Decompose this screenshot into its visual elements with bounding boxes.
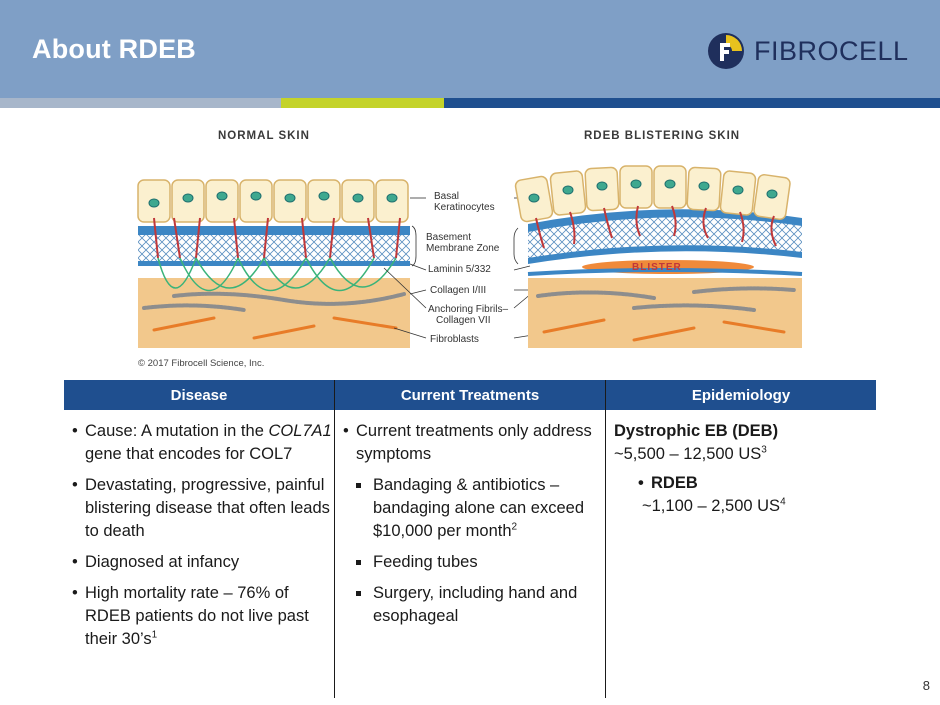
treatment-surgery: Surgery, including hand and esophageal xyxy=(343,582,605,628)
accent-stripe-blue xyxy=(444,98,940,108)
skin-diagram: NORMAL SKIN RDEB BLISTERING SKIN xyxy=(134,118,806,378)
epidemiology-column: Dystrophic EB (DEB) ~5,500 – 12,500 US3 … xyxy=(614,420,876,518)
page-number: 8 xyxy=(922,678,930,693)
treatments-summary: Current treatments only address symptoms xyxy=(343,420,605,466)
header-disease: Disease xyxy=(64,380,334,410)
accent-stripe-green xyxy=(281,98,444,108)
column-divider xyxy=(605,380,606,698)
rdeb-skin-title: RDEB BLISTERING SKIN xyxy=(584,130,741,142)
label-fibroblasts: Fibroblasts xyxy=(430,334,479,345)
label-laminin: Laminin 5/332 xyxy=(428,264,491,275)
deb-label: Dystrophic EB (DEB) xyxy=(614,422,779,440)
label-collagen-1-3: Collagen I/III xyxy=(430,285,487,296)
header-bar: About RDEB FIBROCELL xyxy=(0,0,940,98)
header-current-treatments: Current Treatments xyxy=(335,380,605,410)
treatments-column: Current treatments only address symptoms… xyxy=(343,420,605,628)
treatment-bandaging: Bandaging & antibiotics – bandaging alon… xyxy=(343,474,605,543)
normal-skin-section xyxy=(137,179,410,348)
label-anchoring-fibrils: Anchoring Fibrils–Collagen VII xyxy=(428,304,509,326)
disease-mortality: High mortality rate – 76% of RDEB patien… xyxy=(72,582,334,651)
logo-text: FIBROCELL xyxy=(754,35,909,66)
treatment-feeding-tubes: Feeding tubes xyxy=(343,551,605,574)
company-logo: FIBROCELL xyxy=(706,30,909,72)
accent-stripe-gray xyxy=(0,98,281,108)
normal-skin-title: NORMAL SKIN xyxy=(218,130,310,142)
figure-copyright: © 2017 Fibrocell Science, Inc. xyxy=(138,358,265,369)
column-divider xyxy=(334,380,335,698)
deb-value: ~5,500 – 12,500 US3 xyxy=(614,444,767,463)
disease-diagnosis: Diagnosed at infancy xyxy=(72,551,334,574)
disease-cause: Cause: A mutation in the COL7A1 gene tha… xyxy=(72,420,334,466)
rdeb-skin-section xyxy=(514,165,803,348)
skin-illustration xyxy=(137,165,803,348)
disease-severity: Devastating, progressive, painful bliste… xyxy=(72,474,334,543)
slide-title: About RDEB xyxy=(32,34,196,64)
rdeb-label: RDEB xyxy=(614,472,876,495)
rdeb-value: ~1,100 – 2,500 US4 xyxy=(642,496,786,515)
disease-column: Cause: A mutation in the COL7A1 gene tha… xyxy=(72,420,334,659)
label-blister: BLISTER xyxy=(632,262,682,273)
fibrocell-logo-icon xyxy=(708,33,744,69)
header-epidemiology: Epidemiology xyxy=(606,380,876,410)
